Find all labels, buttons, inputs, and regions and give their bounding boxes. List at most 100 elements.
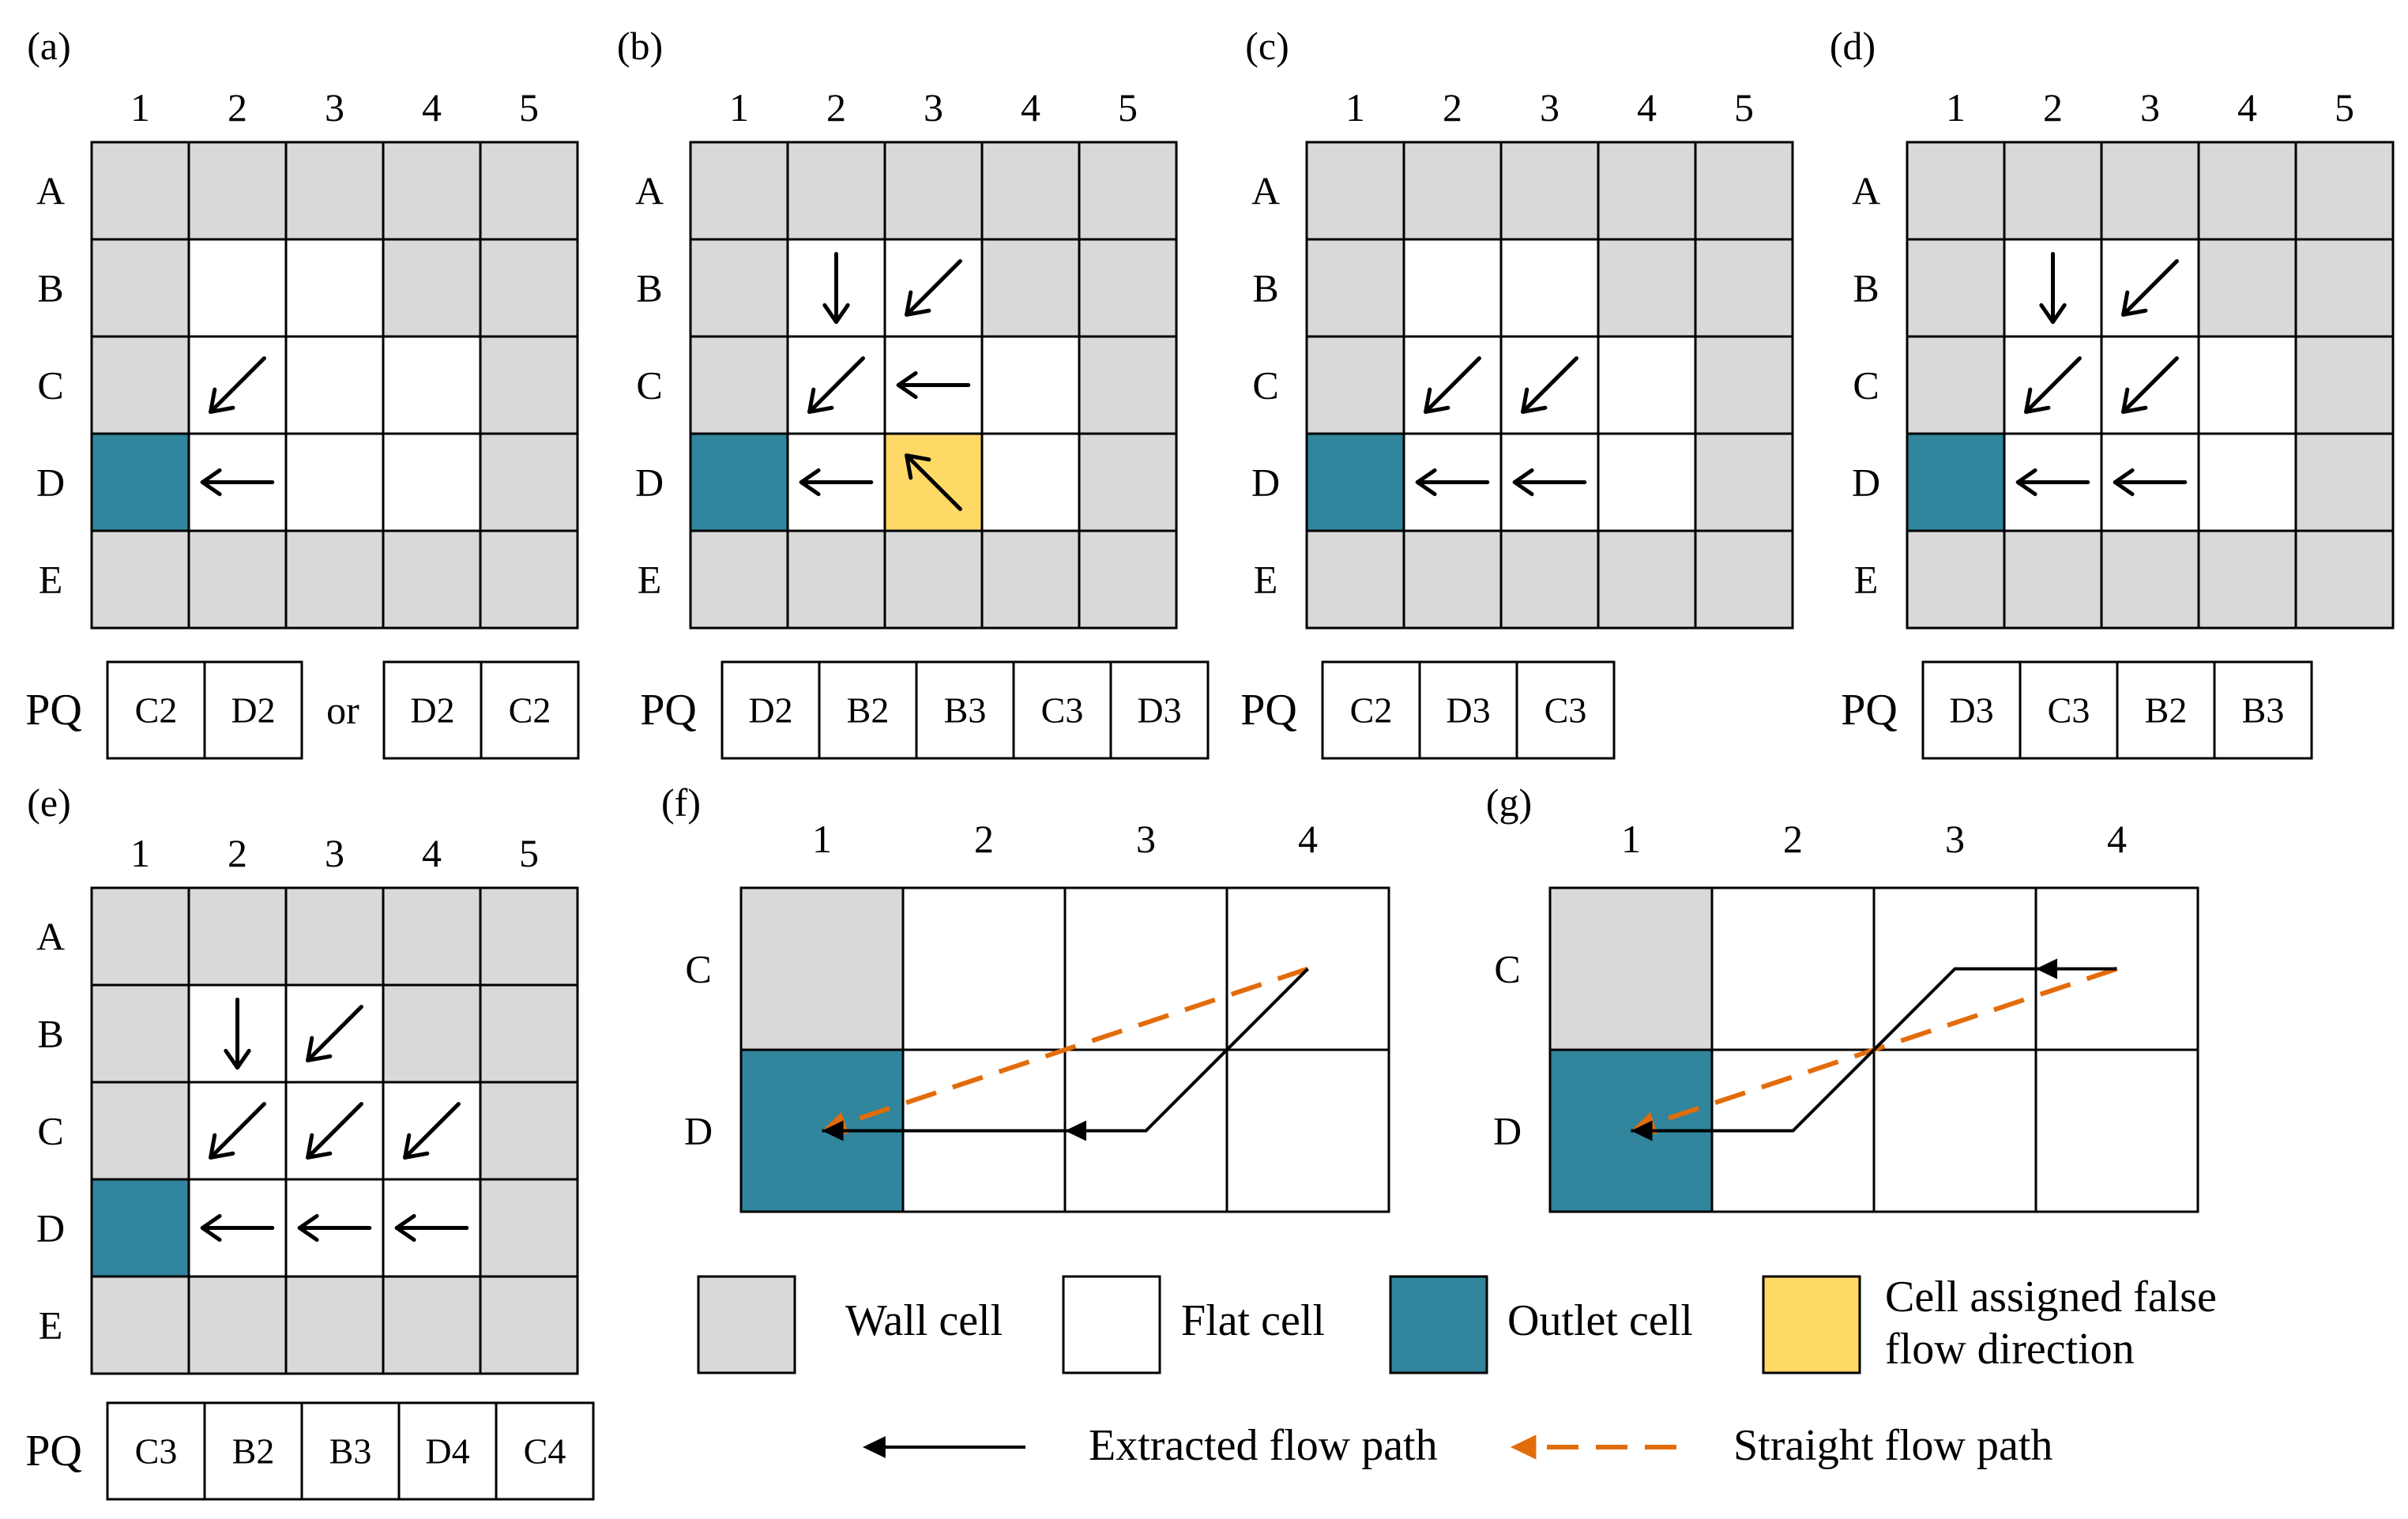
wall-cell	[2197, 238, 2297, 338]
pq-value: C3	[1545, 690, 1587, 731]
flow-arrow-C2	[209, 356, 266, 414]
wall-cell	[2003, 141, 2103, 241]
pq-cell	[2116, 660, 2216, 760]
legend-outlet-label: Outlet cell	[1507, 1296, 1693, 1345]
wall-cell	[1078, 529, 1178, 630]
row-label: D	[36, 461, 65, 505]
column-label: 5	[1734, 85, 1754, 130]
column-label: 3	[2140, 85, 2160, 130]
column-label: 3	[1540, 85, 1560, 130]
flat-cell	[1710, 886, 1876, 1051]
straight-flow-line	[1646, 966, 2118, 1128]
wall-cell	[2197, 141, 2297, 241]
wall-cell	[1597, 238, 1697, 338]
wall-cell	[90, 238, 190, 338]
column-label: 4	[2107, 817, 2127, 861]
pq-value: C2	[509, 690, 551, 731]
flow-arrow-C2	[2024, 356, 2082, 414]
wall-cell	[1694, 432, 1794, 532]
wall-cell	[1548, 886, 1714, 1051]
pq-cell	[203, 660, 303, 760]
flow-arrow-B3	[905, 259, 962, 317]
column-label: 3	[325, 831, 344, 875]
pq-cell	[1109, 660, 1210, 760]
column-label: 4	[2237, 85, 2257, 130]
pq-or-word: or	[326, 688, 359, 732]
row-label: B	[636, 266, 662, 310]
flat-cell	[2197, 335, 2297, 435]
wall-cell	[1694, 141, 1794, 241]
wall-cell	[2003, 529, 2103, 630]
flow-arrow-C3	[2121, 356, 2179, 414]
wall-cell	[1078, 432, 1178, 532]
wall-cell	[90, 1275, 190, 1375]
flat-cell	[1872, 1048, 2037, 1213]
flow-arrow-D2	[200, 468, 275, 497]
flow-arrow-C4	[403, 1102, 461, 1160]
column-label: 4	[1637, 85, 1657, 130]
flat-cell	[1225, 1048, 1390, 1213]
row-label: E	[1854, 558, 1879, 602]
legend-outlet-swatch	[1389, 1275, 1488, 1374]
pq-cell	[1012, 660, 1112, 760]
pq-cell	[721, 660, 821, 760]
row-label: C	[1494, 947, 1520, 991]
flat-cell	[1402, 238, 1503, 338]
pq-label: PQ	[1240, 686, 1297, 735]
legend: Wall cell Flat cell Outlet cell Cell ass…	[697, 1273, 2217, 1470]
pq-value: B3	[2242, 690, 2285, 731]
outlet-cell	[689, 432, 789, 532]
flow-arrow-D3	[1512, 468, 1587, 497]
column-label: 1	[130, 85, 150, 130]
wall-cell	[1305, 238, 1405, 338]
wall-cell	[883, 141, 984, 241]
extracted-flow-mid-head	[2036, 958, 2058, 979]
flat-cell	[284, 1081, 385, 1181]
wall-cell	[479, 1081, 579, 1181]
flat-cell	[1597, 432, 1697, 532]
column-label: 1	[729, 85, 749, 130]
wall-cell	[382, 886, 482, 987]
flow-arrow-C2	[1424, 356, 1481, 414]
wall-cell	[1078, 238, 1178, 338]
wall-cell	[382, 983, 482, 1084]
legend-extracted-path-sample	[863, 1436, 1025, 1458]
pq-cell	[2213, 660, 2313, 760]
extracted-flow-line	[822, 968, 1309, 1133]
column-label: 2	[974, 817, 994, 861]
row-label: C	[1853, 363, 1879, 408]
wall-cell	[382, 238, 482, 338]
flat-cell	[284, 335, 385, 435]
extracted-flow-path	[822, 968, 1309, 1141]
legend-extracted-label: Extracted flow path	[1089, 1421, 1438, 1470]
column-label: 3	[1945, 817, 1965, 861]
row-label: B	[37, 1012, 63, 1056]
panel-label-g: (g)	[1486, 780, 1532, 825]
row-label: B	[37, 266, 63, 310]
row-label: A	[1852, 169, 1880, 213]
wall-cell	[187, 1275, 288, 1375]
flat-cell	[284, 238, 385, 338]
legend-false-dir-swatch	[1762, 1275, 1861, 1374]
flow-arrow-D4	[394, 1213, 469, 1243]
panel-label-f: (f)	[661, 780, 701, 825]
pq-cell	[495, 1401, 595, 1501]
flow-arrow-B2	[822, 251, 850, 325]
legend-wall-swatch	[697, 1275, 796, 1374]
pq-value: D3	[1137, 690, 1181, 731]
column-label: 4	[1298, 817, 1318, 861]
pq-value: D2	[410, 690, 454, 731]
flat-cell	[2034, 1048, 2199, 1213]
pq-cell	[480, 660, 580, 760]
legend-false-dir-label-2: flow direction	[1885, 1325, 2135, 1374]
wall-cell	[1305, 529, 1405, 630]
wall-cell	[2294, 335, 2395, 435]
wall-cell	[2100, 529, 2200, 630]
pq-value: D2	[748, 690, 792, 731]
